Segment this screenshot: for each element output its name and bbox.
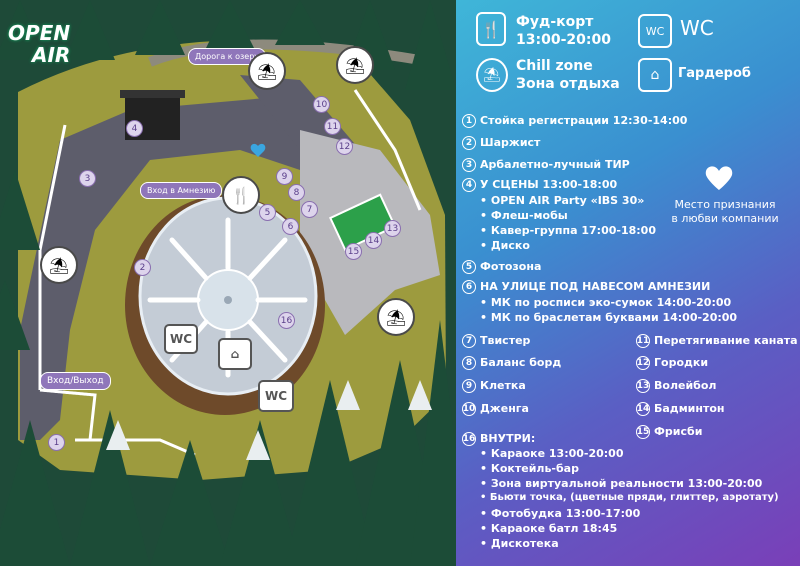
wc-legend-icon: WC [638,14,672,48]
chill-zone-icon: ⛱ [377,298,415,336]
wardrobe-map-icon: ⌂ [218,338,252,370]
wc-map-icon: WC [258,380,294,412]
inside-sub-4: • Бьюти точка, (цветные пряди, глиттер, … [480,492,779,503]
map-badge-3: 3 [79,170,96,187]
chill-zone-title: Chill zone [516,58,593,74]
stage-sub-3: • Кавер-группа 17:00-18:00 [480,224,656,237]
map-badge-15: 15 [345,243,362,260]
love-place-line1: Место признания [674,198,776,211]
map-canvas [0,0,470,566]
map-badge-11: 11 [324,118,341,135]
chill-zone-icon: ⛱ [40,246,78,284]
trees [410,320,470,566]
map-badge-9: 9 [276,168,293,185]
map-badge-4: 4 [126,120,143,137]
entrance-exit-label: Вход/Выход [40,372,111,390]
outside-sub-2: • МК по браслетам буквами 14:00-20:00 [480,311,738,324]
inside-sub-1: • Караоке 13:00-20:00 [480,447,624,460]
map-badge-5: 5 [259,204,276,221]
inside-sub-2: • Коктейль-бар [480,462,579,475]
chill-zone-icon: ⛱ [336,46,374,84]
map-badge-2: 2 [134,259,151,276]
map-badge-16: 16 [278,312,295,329]
outside-sub-1: • МК по росписи эко-сумок 14:00-20:00 [480,296,732,309]
stage-sub-4: • Диско [480,239,530,252]
map-badge-10: 10 [313,96,330,113]
legend-panel: 🍴 Фуд-корт 13:00-20:00 WC WC ⛱ Chill zon… [456,0,800,566]
inside-sub-5: • Фотобудка 13:00-17:00 [480,507,641,520]
amnesia-entrance-label: Вход в Амнезию [140,182,223,199]
wardrobe-legend-label: Гардероб [678,66,751,81]
food-court-legend-icon: 🍴 [476,12,506,46]
map-badge-8: 8 [288,184,305,201]
venue-map: OPEN AIR Дорога к озеру Вход в Амнезию В… [0,0,470,566]
food-court-icon: 🍴 [222,176,260,214]
road [20,95,330,440]
open-air-logo: OPEN AIR [8,21,71,67]
chill-zone-subtitle: Зона отдыха [516,76,620,92]
stage-sub-2: • Флеш-мобы [480,209,568,222]
heart-icon [250,143,266,157]
inside-sub-6: • Караоке батл 18:45 [480,522,618,535]
map-badge-12: 12 [336,138,353,155]
map-badge-13: 13 [384,220,401,237]
map-badge-7: 7 [301,201,318,218]
heart-legend-icon [705,166,733,190]
food-court-title: Фуд-корт [516,14,594,30]
inside-sub-7: • Дискотека [480,537,559,550]
map-badge-6: 6 [282,218,299,235]
food-court-time: 13:00-20:00 [516,32,611,48]
chill-zone-legend-icon: ⛱ [476,58,508,92]
chill-zone-icon: ⛱ [248,52,286,90]
stage-sub-1: • OPEN AIR Party «IBS 30» [480,194,645,207]
love-place-line2: в любви компании [671,212,779,225]
wc-legend-label: WC [680,16,714,40]
wardrobe-legend-icon: ⌂ [638,58,672,92]
map-badge-14: 14 [365,232,382,249]
wc-map-icon: WC [164,324,198,354]
inside-sub-3: • Зона виртуальной реальности 13:00-20:0… [480,477,763,490]
map-badge-1: 1 [48,434,65,451]
